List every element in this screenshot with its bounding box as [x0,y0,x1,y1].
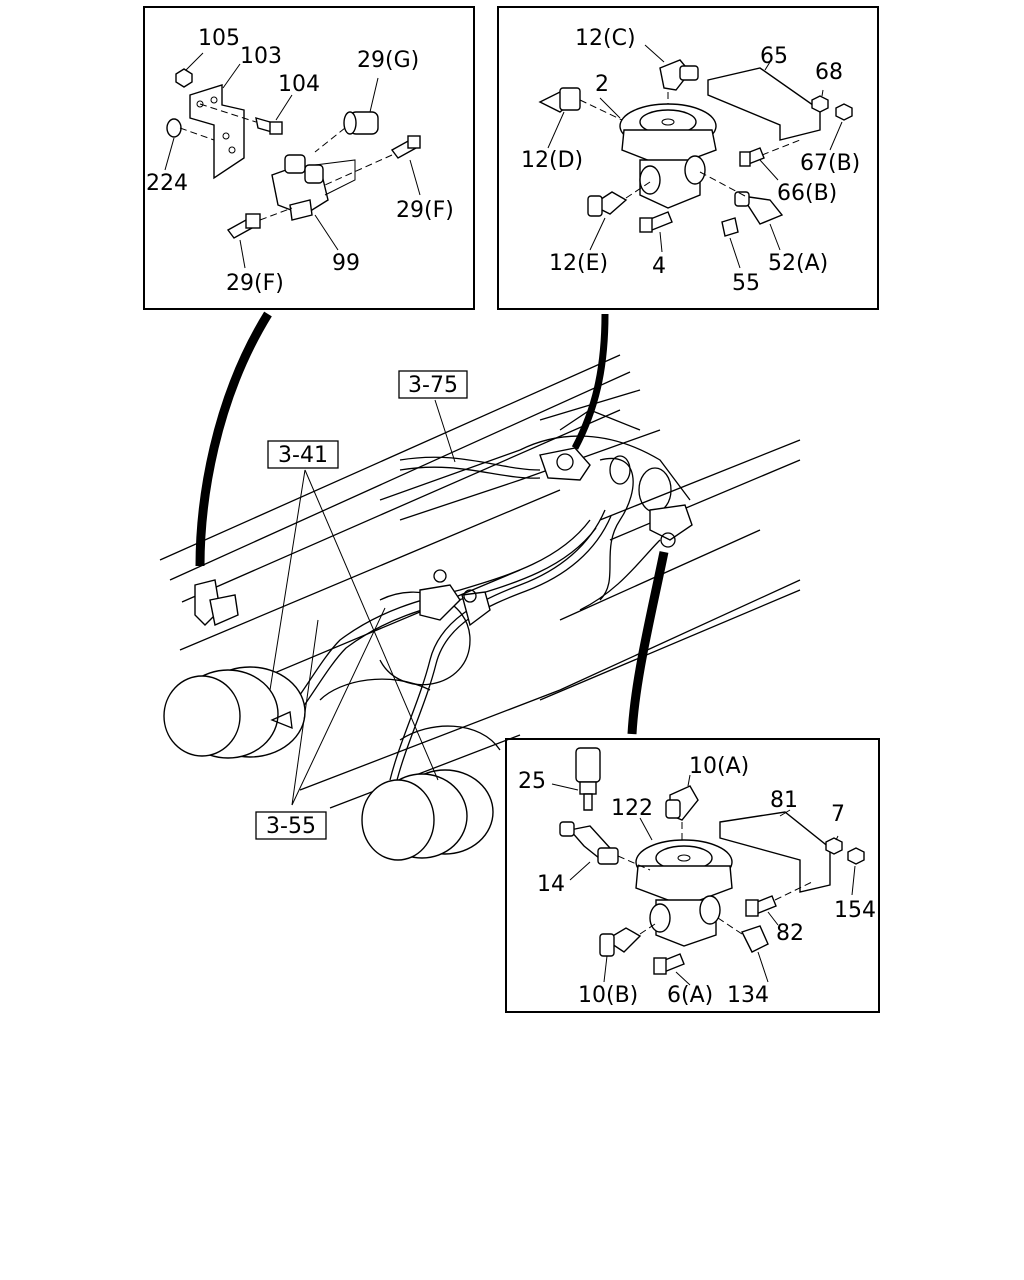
top-right-parts [538,44,853,269]
bottom-right-parts [551,747,865,986]
label-12c: 12(C) [575,26,636,51]
brake-chamber-left [163,666,306,759]
top-left-parts [164,52,421,269]
ref-box-3-55[interactable]: 3-55 [255,811,327,840]
ref-label-3-55: 3-55 [266,814,316,839]
brake-chamber-right [361,769,494,861]
label-154: 154 [834,898,876,923]
callout-leader-top-right [571,313,609,450]
label-134: 134 [727,983,769,1008]
panel-top-right [497,6,879,310]
label-2: 2 [595,72,609,97]
label-81: 81 [770,788,798,813]
label-7: 7 [831,802,845,827]
label-29g: 29(G) [357,48,419,73]
label-52a: 52(A) [768,251,828,276]
label-67b: 67(B) [800,151,860,176]
label-12e: 12(E) [549,251,608,276]
label-6a: 6(A) [667,983,713,1008]
label-14: 14 [537,872,565,897]
label-66b: 66(B) [777,181,837,206]
callout-leader-left [195,311,272,567]
label-55: 55 [732,271,760,296]
label-10b: 10(B) [578,983,638,1008]
label-99: 99 [332,251,360,276]
ref-box-3-75[interactable]: 3-75 [398,370,468,399]
panel-top-left [143,6,475,310]
label-122: 122 [611,796,653,821]
label-65: 65 [760,44,788,69]
label-224: 224 [146,171,188,196]
label-104: 104 [278,72,320,97]
ref-label-3-75: 3-75 [408,373,458,398]
ref-label-3-41: 3-41 [278,443,328,468]
panel-bottom-right [505,738,880,1013]
callout-leader-bottom-right [627,551,669,735]
label-4: 4 [652,254,666,279]
label-68: 68 [815,60,843,85]
label-10a: 10(A) [689,754,749,779]
label-103: 103 [240,44,282,69]
label-12d: 12(D) [521,148,583,173]
label-82: 82 [776,921,804,946]
chassis-illustration [159,354,801,861]
label-25: 25 [518,769,546,794]
label-29f-right: 29(F) [396,198,454,223]
label-105: 105 [198,26,240,51]
label-29f-bottom: 29(F) [226,271,284,296]
ref-box-3-41[interactable]: 3-41 [267,440,339,469]
